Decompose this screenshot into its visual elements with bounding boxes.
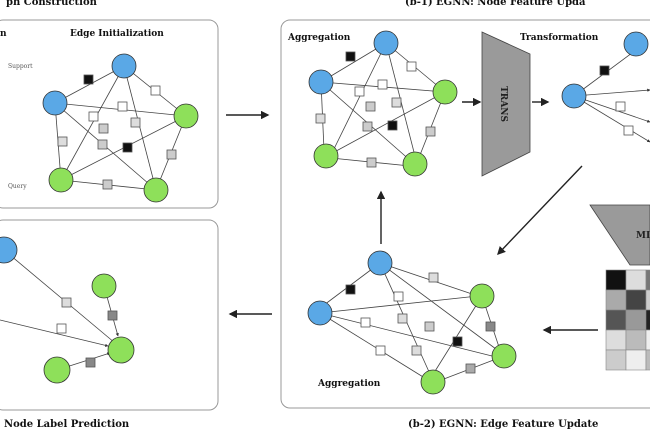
caption-graph-construction: ph Construction — [6, 0, 98, 8]
node-label-prediction-graph — [0, 236, 135, 384]
transformation-label: Transformation — [520, 33, 599, 43]
support-label: Support — [8, 63, 33, 70]
panel-egnn — [280, 19, 650, 409]
caption-edge-feature-update: (b-2) EGNN: Edge Feature Update — [408, 419, 598, 430]
edge-initialization-graph: Edge Initialization n Support Query — [0, 29, 199, 203]
mlp-block: MI — [589, 204, 650, 266]
caption-node-feature-update: (b-1) EGNN: Node Feature Upda — [405, 0, 586, 8]
caption-node-label-prediction: Node Label Prediction — [4, 419, 130, 430]
aggregation-bottom-label: Aggregation — [317, 379, 381, 389]
transformation-graph: Transformation — [520, 31, 650, 143]
edge-feature-matrix — [605, 269, 650, 371]
edge-init-title: Edge Initialization — [70, 29, 164, 39]
query-label: Query — [8, 183, 27, 190]
arrow-to-bottom-aggregation — [497, 165, 583, 256]
trans-label: TRANS — [498, 86, 508, 122]
aggregation-top-graph: Aggregation — [287, 30, 458, 177]
aggregation-top-label: Aggregation — [287, 33, 351, 43]
trans-block: TRANS — [481, 31, 531, 177]
panel-edge-initialization — [0, 19, 219, 209]
mlp-label: MI — [636, 231, 650, 241]
panel-node-label-prediction — [0, 219, 219, 411]
aggregation-bottom-graph: Aggregation — [307, 250, 517, 395]
edge-init-left-title: n — [0, 29, 7, 39]
